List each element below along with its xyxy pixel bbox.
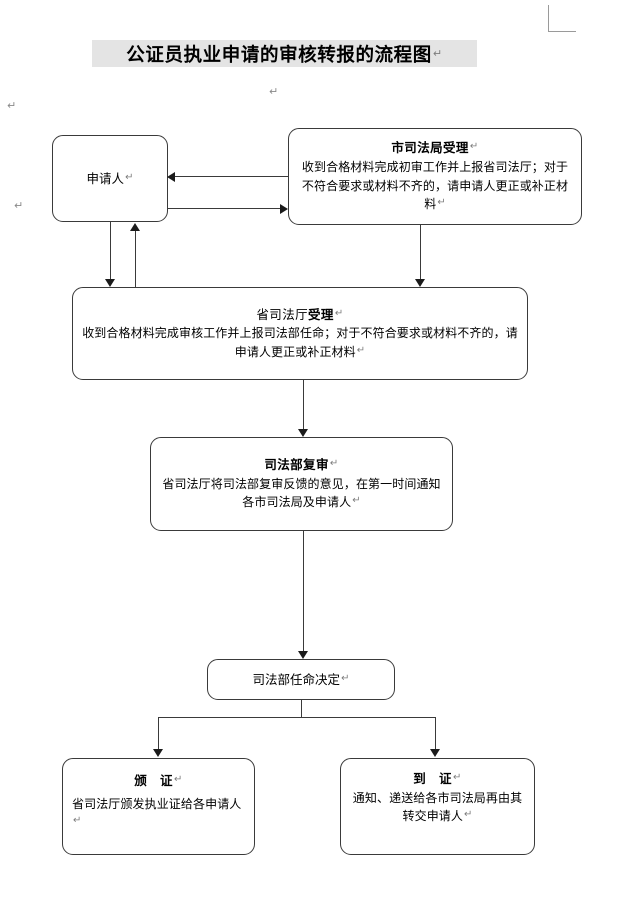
connector-decision-to-deliver-arrowhead	[430, 749, 440, 757]
node-appointment-decision-label-line: 司法部任命决定↵	[217, 671, 385, 689]
node-applicant-label: 申请人	[86, 170, 125, 186]
node-applicant[interactable]: 申请人↵	[52, 135, 168, 222]
node-issue-certificate[interactable]: 颁 证↵ 省司法厅颁发执业证给各申请人↵	[62, 758, 255, 855]
connector-city-to-applicant-line	[175, 176, 288, 177]
node-ministry-review-body: 省司法厅将司法部复审反馈的意见，在第一时间通知各市司法局及申请人	[162, 476, 441, 510]
connector-decision-split-bar	[158, 717, 436, 718]
node-issue-certificate-heading: 颁 证	[134, 773, 173, 788]
node-city-justice-bureau[interactable]: 市司法局受理↵ 收到合格材料完成初审工作并上报省司法厅；对于不符合要求或材料不齐…	[288, 128, 582, 225]
node-deliver-certificate-body-line: 通知、递送给各市司法局再由其转交申请人↵	[350, 789, 525, 826]
connector-decision-to-deliver-line	[435, 717, 436, 750]
connector-province-to-applicant-arrowhead	[130, 223, 140, 231]
node-appointment-decision[interactable]: 司法部任命决定↵	[207, 659, 395, 700]
node-ministry-review-heading: 司法部复审	[264, 457, 329, 473]
node-city-justice-bureau-body: 收到合格材料完成初审工作并上报省司法厅；对于不符合要求或材料不齐的，请申请人更正…	[301, 159, 569, 212]
connector-ministry-to-decision-line	[303, 531, 304, 652]
return-mark: ↵	[173, 774, 183, 785]
return-mark: ↵	[329, 458, 339, 470]
connector-province-to-ministry-line	[303, 380, 304, 430]
return-mark: ↵	[452, 772, 462, 783]
paragraph-return-mark-left-mid: ↵	[14, 199, 24, 212]
connector-applicant-to-city-line	[168, 208, 280, 209]
node-deliver-certificate-heading-line: 到 证↵	[350, 770, 525, 789]
connector-city-to-applicant-arrowhead	[167, 171, 175, 182]
paragraph-return-mark-mid-top: ↵	[269, 85, 279, 98]
node-province-justice-department[interactable]: 省司法厅受理↵ 收到合格材料完成审核工作并上报司法部任命；对于不符合要求或材料不…	[72, 287, 528, 380]
connector-city-to-province-line	[420, 225, 421, 280]
paragraph-return-mark-top-left: ↵	[7, 99, 17, 112]
return-mark: ↵	[341, 672, 350, 684]
return-mark: ↵	[464, 809, 473, 821]
node-city-justice-bureau-body-line: 收到合格材料完成初审工作并上报省司法厅；对于不符合要求或材料不齐的，请申请人更正…	[298, 158, 572, 214]
connector-applicant-to-city-arrowhead	[280, 203, 288, 214]
title-return-mark: ↵	[432, 46, 443, 60]
connector-decision-to-issue-line	[158, 717, 159, 750]
node-issue-certificate-body: 省司法厅颁发执业证给各申请人	[72, 796, 242, 811]
return-mark: ↵	[437, 197, 446, 209]
node-province-justice-department-heading-bold: 受理	[308, 306, 334, 322]
return-mark: ↵	[334, 307, 344, 319]
connector-applicant-to-province-line	[110, 222, 111, 280]
page-margin-corner-mark	[548, 5, 576, 32]
node-ministry-review-heading-line: 司法部复审↵	[160, 456, 443, 475]
node-province-justice-department-body-line: 收到合格材料完成审核工作并上报司法部任命；对于不符合要求或材料不齐的，请申请人更…	[82, 324, 518, 361]
node-ministry-review-body-line: 省司法厅将司法部复审反馈的意见，在第一时间通知各市司法局及申请人↵	[160, 475, 443, 512]
node-province-justice-department-body: 收到合格材料完成审核工作并上报司法部任命；对于不符合要求或材料不齐的，请申请人更…	[82, 326, 518, 359]
connector-applicant-to-province-arrowhead	[105, 279, 115, 287]
node-issue-certificate-heading-line: 颁 证↵	[72, 772, 245, 791]
node-applicant-label-line: 申请人↵	[62, 170, 158, 188]
node-ministry-review[interactable]: 司法部复审↵ 省司法厅将司法部复审反馈的意见，在第一时间通知各市司法局及申请人↵	[150, 437, 453, 531]
page-title-label: 公证员执业申请的审核转报的流程图	[126, 44, 432, 66]
node-province-justice-department-heading-line: 省司法厅受理↵	[82, 306, 518, 325]
connector-ministry-to-decision-arrowhead	[298, 651, 308, 659]
return-mark: ↵	[469, 141, 479, 153]
connector-decision-stem	[301, 700, 302, 717]
connector-city-to-province-arrowhead	[415, 279, 425, 287]
return-mark: ↵	[125, 171, 134, 183]
return-mark: ↵	[73, 815, 82, 827]
page-title-text: 公证员执业申请的审核转报的流程图↵	[126, 41, 442, 67]
node-deliver-certificate[interactable]: 到 证↵ 通知、递送给各市司法局再由其转交申请人↵	[340, 758, 535, 855]
connector-province-to-ministry-arrowhead	[298, 429, 308, 437]
return-mark: ↵	[356, 344, 366, 356]
node-city-justice-bureau-heading-line: 市司法局受理↵	[298, 139, 572, 158]
return-mark: ↵	[352, 495, 361, 507]
node-deliver-certificate-heading: 到 证	[413, 771, 452, 786]
node-appointment-decision-label: 司法部任命决定	[252, 671, 341, 687]
page-title: 公证员执业申请的审核转报的流程图↵	[92, 40, 477, 67]
connector-province-to-applicant-line	[135, 231, 136, 287]
node-province-justice-department-heading-normal: 省司法厅	[256, 306, 308, 322]
node-deliver-certificate-body: 通知、递送给各市司法局再由其转交申请人	[352, 790, 523, 824]
connector-decision-to-issue-arrowhead	[153, 749, 163, 757]
node-issue-certificate-body-line: 省司法厅颁发执业证给各申请人 ↵	[72, 795, 245, 832]
node-city-justice-bureau-heading: 市司法局受理	[391, 140, 469, 156]
